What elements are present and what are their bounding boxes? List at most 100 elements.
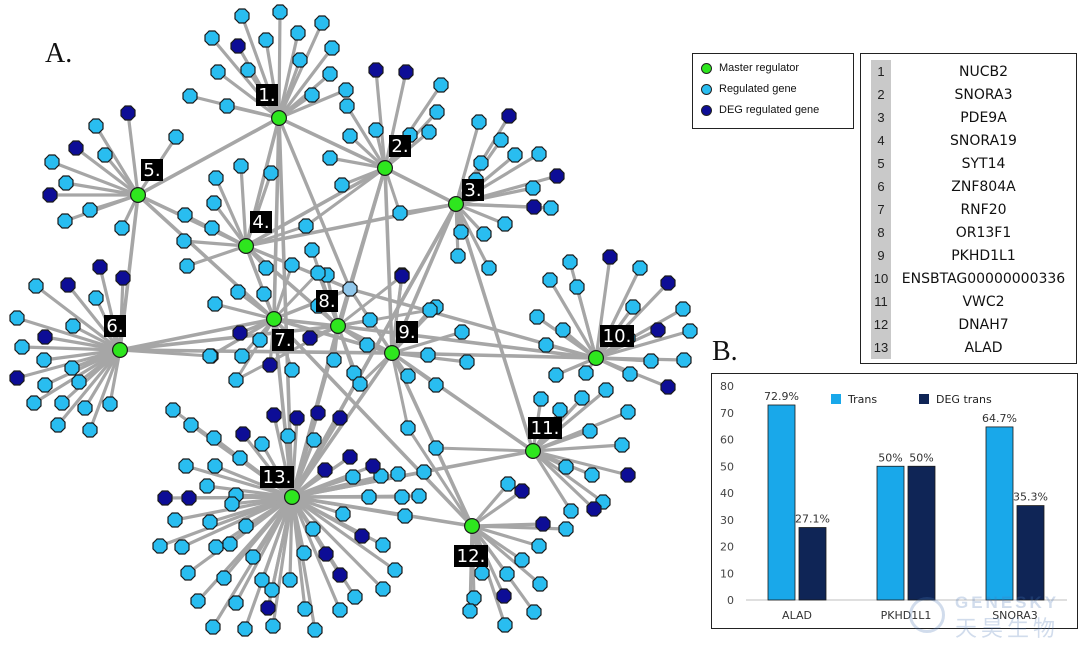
network-edge bbox=[290, 495, 364, 538]
regulated-gene-node bbox=[347, 589, 363, 605]
regulated-gene-node bbox=[190, 593, 206, 609]
gene-name: SNORA19 bbox=[950, 132, 1017, 149]
panel-b-label: B. bbox=[712, 336, 738, 367]
legend-label: Trans bbox=[847, 393, 877, 406]
gene-name: PDE9A bbox=[960, 109, 1007, 126]
network-edge bbox=[470, 524, 542, 586]
network-edge bbox=[66, 283, 122, 352]
network-edge bbox=[184, 464, 294, 499]
regulated-gene-node bbox=[476, 226, 492, 242]
y-tick-label: 10 bbox=[720, 567, 734, 580]
regulated-gene-node bbox=[254, 572, 270, 588]
regulated-gene-node bbox=[582, 423, 598, 439]
regulated-gene-node bbox=[204, 30, 220, 46]
regulated-gene-node bbox=[57, 213, 73, 229]
network-edge bbox=[390, 330, 464, 355]
network-edge bbox=[336, 324, 356, 375]
deg-regulated-gene-node bbox=[317, 462, 333, 478]
regulated-gene-node bbox=[222, 536, 238, 552]
regulated-gene-node bbox=[531, 538, 547, 554]
network-edge bbox=[470, 489, 524, 528]
network-edge bbox=[272, 317, 340, 328]
network-edge bbox=[470, 524, 568, 531]
regulated-gene-node bbox=[240, 62, 256, 78]
master-label-box bbox=[462, 179, 484, 201]
master-labels: 1.2.3.4.5.6.7.8.9.10.11.12.13. bbox=[104, 84, 634, 567]
deg-regulated-gene-node bbox=[332, 567, 348, 583]
gene-name: ENSBTAG00000000336 bbox=[901, 270, 1066, 287]
regulated-gene-node bbox=[563, 503, 579, 519]
data-label: 35.3% bbox=[1013, 491, 1048, 504]
network-edge bbox=[83, 348, 122, 410]
regulated-gene-node bbox=[454, 324, 470, 340]
deg-regulated-gene-node bbox=[181, 490, 197, 506]
network-edge bbox=[228, 495, 294, 546]
deg-regulated-gene-node bbox=[602, 249, 618, 265]
regulated-gene-node bbox=[264, 582, 280, 598]
x-category-label: ALAD bbox=[782, 609, 812, 622]
network-edge bbox=[383, 166, 458, 206]
gene-number: 13 bbox=[871, 336, 891, 359]
legend-master-regulator: Master regulator bbox=[701, 60, 799, 76]
regulated-gene-node bbox=[71, 374, 87, 390]
gene-number: 4 bbox=[871, 129, 891, 152]
bar-trans-alad bbox=[767, 404, 796, 601]
network-edge bbox=[225, 104, 281, 120]
master-regulator-dot-icon bbox=[701, 62, 712, 74]
network-edge bbox=[88, 348, 122, 432]
y-tick-label: 40 bbox=[720, 487, 734, 500]
regulated-gene-node bbox=[102, 396, 118, 412]
deg-regulated-gene-node bbox=[365, 458, 381, 474]
regulated-gene-node bbox=[562, 254, 578, 270]
network-edge bbox=[434, 446, 535, 453]
regulated-gene-node bbox=[322, 150, 338, 166]
regulated-gene-node bbox=[14, 339, 30, 355]
network-edge bbox=[290, 438, 316, 499]
network-edge bbox=[63, 193, 140, 223]
regulated-gene-node bbox=[228, 372, 244, 388]
deg-regulated-gene-node bbox=[302, 330, 318, 346]
regulated-gene-node bbox=[375, 537, 391, 553]
regulated-gene-node bbox=[345, 469, 361, 485]
deg-regulated-gene-node bbox=[262, 357, 278, 373]
master-label-8: 8. bbox=[318, 291, 335, 312]
y-tick-label: 80 bbox=[720, 380, 734, 393]
regulated-gene-node bbox=[224, 496, 240, 512]
master-label-2: 2. bbox=[391, 136, 408, 157]
bars: 72.9%27.1%ALAD50%50%PKHD1L164.7%35.3%SNO… bbox=[764, 390, 1048, 622]
regulated-gene-node bbox=[450, 248, 466, 264]
regulated-gene-node bbox=[497, 617, 513, 633]
regulated-gene-node bbox=[622, 366, 638, 382]
regulated-gene-node bbox=[555, 322, 571, 338]
regulated-gene-node bbox=[542, 272, 558, 288]
master-regulator-node-2 bbox=[377, 160, 394, 177]
network-edge bbox=[243, 495, 294, 631]
regulated-gene-node bbox=[178, 458, 194, 474]
network-edge bbox=[531, 443, 624, 453]
regulated-gene-node bbox=[305, 521, 321, 537]
regulated-gene-node bbox=[462, 603, 478, 619]
network-edge bbox=[594, 255, 612, 360]
network-edge bbox=[213, 302, 276, 321]
network-edge bbox=[244, 244, 294, 267]
data-label: 64.7% bbox=[982, 412, 1017, 425]
legend-label: Master regulator bbox=[719, 62, 800, 74]
network-edge bbox=[239, 164, 248, 248]
deg-regulated-gene-node bbox=[260, 600, 276, 616]
bar-trans-pkhd1l1 bbox=[876, 465, 905, 601]
gene-name: NUCB2 bbox=[958, 63, 1008, 80]
regulated-gene-node bbox=[538, 337, 554, 353]
master-regulator-node-10 bbox=[587, 350, 604, 367]
network-edge bbox=[575, 285, 598, 360]
network-edge bbox=[118, 348, 212, 358]
deg-regulated-gene-node bbox=[318, 546, 334, 562]
regulated-gene-node bbox=[334, 177, 350, 193]
legend-label: DEG regulated gene bbox=[719, 104, 820, 116]
regulated-gene-node bbox=[258, 32, 274, 48]
network-edge bbox=[277, 46, 334, 120]
data-label: 27.1% bbox=[795, 513, 830, 526]
